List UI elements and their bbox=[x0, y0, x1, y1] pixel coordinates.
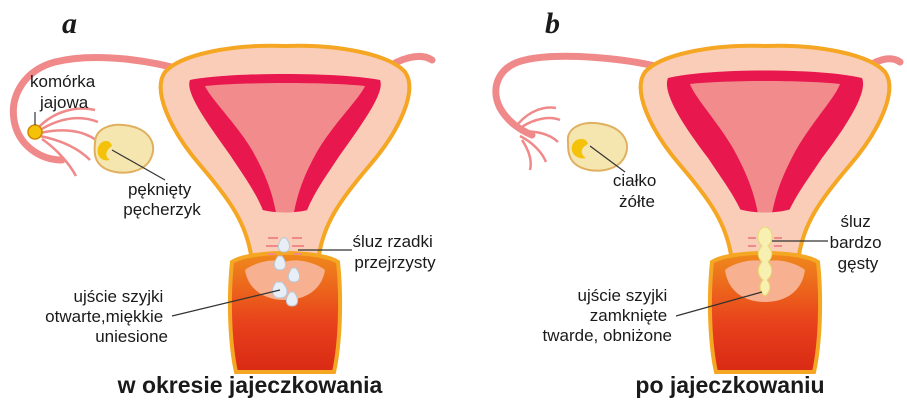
label-cervix-b: ujście szyjki zamknięte twarde, obniżone bbox=[543, 286, 672, 345]
label-mucus: śluz rzadki przejrzysty bbox=[352, 232, 437, 272]
fimbriae-b bbox=[518, 108, 560, 170]
label-egg-cell: komórka jajowa bbox=[30, 72, 100, 112]
egg-cell bbox=[28, 125, 42, 139]
label-corpus-luteum: ciałko żółte bbox=[613, 171, 661, 211]
label-cervix: ujście szyjki otwarte,miękkie uniesione bbox=[45, 287, 168, 346]
fimbriae bbox=[38, 109, 98, 176]
panel-b: b ciałko żółte śluz bbox=[496, 7, 900, 398]
caption-a: w okresie jajeczkowania bbox=[117, 372, 383, 398]
label-follicle: pęknięty pęcherzyk bbox=[123, 180, 201, 219]
panel-a: a bbox=[13, 7, 437, 398]
caption-b: po jajeczkowaniu bbox=[635, 372, 824, 398]
label-mucus-b: śluz bardzo gęsty bbox=[830, 212, 887, 273]
panel-letter-a: a bbox=[62, 7, 77, 40]
panel-letter-b: b bbox=[545, 7, 560, 40]
